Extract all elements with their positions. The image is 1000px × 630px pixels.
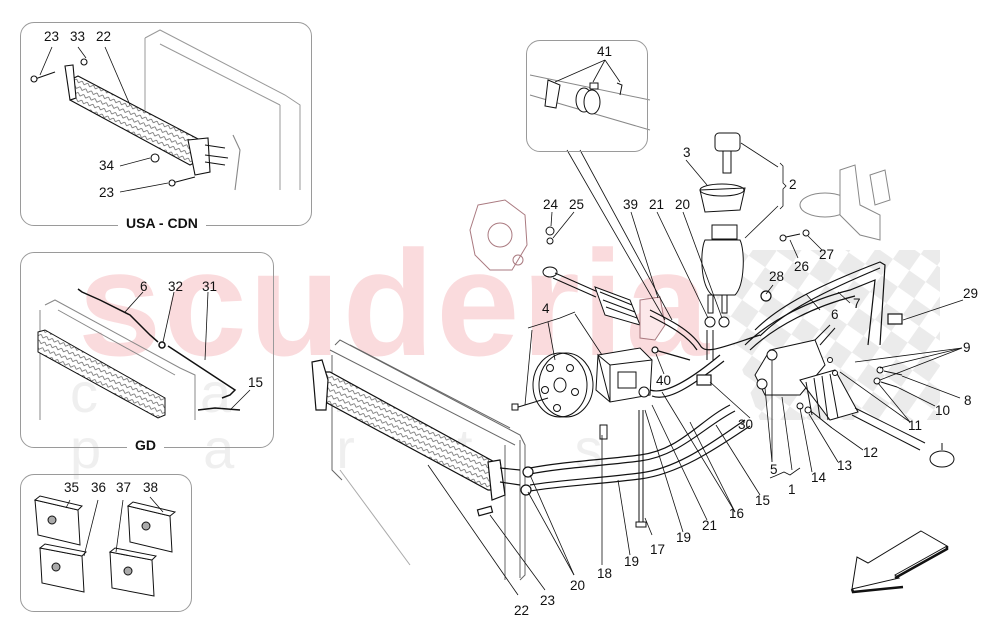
callout-39[interactable]: 39 <box>623 197 639 212</box>
callout-25[interactable]: 25 <box>569 197 585 212</box>
inset-caption-usa-cdn: USA - CDN <box>118 215 206 231</box>
callout-29[interactable]: 29 <box>963 286 979 301</box>
inset-labels <box>20 474 192 612</box>
callout-9[interactable]: 9 <box>963 340 971 355</box>
inset-usa-cdn <box>20 22 312 226</box>
callout-28[interactable]: 28 <box>769 269 785 284</box>
callout-usa-33[interactable]: 33 <box>70 29 86 44</box>
callout-gd-15[interactable]: 15 <box>248 375 264 390</box>
callout-26[interactable]: 26 <box>794 259 810 274</box>
rack-bolts <box>796 357 903 429</box>
callout-41[interactable]: 41 <box>597 44 613 59</box>
gd-hoses <box>77 288 241 411</box>
leader-lines <box>39 46 964 596</box>
rack-clamp <box>639 296 666 341</box>
callout-1[interactable]: 1 <box>788 482 796 497</box>
callout-27[interactable]: 27 <box>819 247 835 262</box>
callout-4[interactable]: 4 <box>542 301 550 316</box>
callout-40[interactable]: 40 <box>656 373 672 388</box>
radiator-main <box>329 339 526 581</box>
steering-rack <box>754 324 955 468</box>
inset-clamps-detail <box>526 40 648 152</box>
callout-3[interactable]: 3 <box>683 145 691 160</box>
return-hoses <box>649 309 761 398</box>
callout-gd-32[interactable]: 32 <box>168 279 184 294</box>
callout-21-top[interactable]: 21 <box>649 197 665 212</box>
callout-20-top[interactable]: 20 <box>675 197 691 212</box>
reservoir-bracket <box>779 164 891 242</box>
label-card-35 <box>33 495 83 546</box>
front-direction-arrow-icon <box>850 530 949 594</box>
callout-17[interactable]: 17 <box>650 542 666 557</box>
callout-gd-31[interactable]: 31 <box>202 279 218 294</box>
label-cards <box>33 495 177 597</box>
pump-pulley <box>511 352 594 418</box>
callout-label-37[interactable]: 37 <box>116 480 132 495</box>
steering-knuckle <box>469 199 528 271</box>
usa-cdn-art <box>144 29 301 190</box>
callout-23[interactable]: 23 <box>540 593 556 608</box>
callout-16[interactable]: 16 <box>729 506 745 521</box>
callout-14[interactable]: 14 <box>811 470 827 485</box>
label-card-36 <box>38 543 88 593</box>
callout-5[interactable]: 5 <box>770 462 778 477</box>
callout-2[interactable]: 2 <box>789 177 797 192</box>
callout-8[interactable]: 8 <box>964 393 972 408</box>
callout-19-right[interactable]: 19 <box>676 530 692 545</box>
label-card-37 <box>108 547 158 597</box>
callout-30[interactable]: 30 <box>738 417 754 432</box>
tie-rod-left <box>542 226 641 326</box>
callout-13[interactable]: 13 <box>837 458 853 473</box>
callout-usa-22[interactable]: 22 <box>96 29 112 44</box>
callout-10[interactable]: 10 <box>935 403 951 418</box>
callout-usa-23-top[interactable]: 23 <box>44 29 60 44</box>
gd-cooler <box>37 329 166 419</box>
usa-cdn-cooler <box>30 58 241 191</box>
callout-11[interactable]: 11 <box>908 418 923 433</box>
callout-label-36[interactable]: 36 <box>91 480 107 495</box>
callout-20-bottom[interactable]: 20 <box>570 578 586 593</box>
callout-7[interactable]: 7 <box>853 296 861 311</box>
inset-41-art <box>529 74 651 131</box>
callout-6[interactable]: 6 <box>831 307 839 322</box>
inset-41-connectors <box>566 149 673 321</box>
callout-21-bottom[interactable]: 21 <box>702 518 718 533</box>
fluid-reservoir <box>699 132 746 360</box>
callout-usa-23-bottom[interactable]: 23 <box>99 185 115 200</box>
callout-19-left[interactable]: 19 <box>624 554 640 569</box>
callout-label-38[interactable]: 38 <box>143 480 159 495</box>
callout-gd-6[interactable]: 6 <box>140 279 148 294</box>
label-card-38 <box>126 501 177 553</box>
oil-cooler-main <box>311 359 521 517</box>
inset-caption-gd: GD <box>127 437 164 453</box>
callout-22[interactable]: 22 <box>514 603 530 618</box>
hoses-6-7 <box>744 261 903 351</box>
callout-label-35[interactable]: 35 <box>64 480 80 495</box>
gd-art <box>39 299 196 420</box>
callout-24[interactable]: 24 <box>543 197 559 212</box>
cooler-pipes <box>520 404 751 496</box>
callout-usa-34[interactable]: 34 <box>99 158 115 173</box>
callout-12[interactable]: 12 <box>863 445 879 460</box>
power-steering-pump <box>595 347 653 528</box>
callout-18[interactable]: 18 <box>597 566 613 581</box>
callout-15[interactable]: 15 <box>755 493 771 508</box>
